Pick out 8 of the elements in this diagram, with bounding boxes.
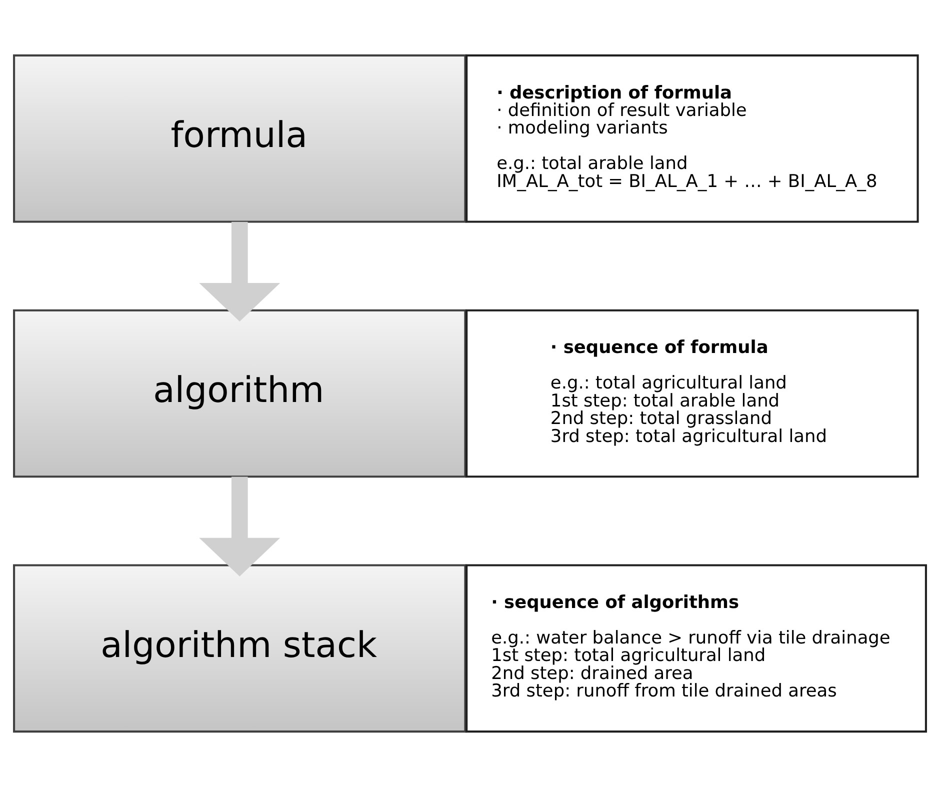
- arrow: [199, 222, 280, 322]
- node-box: · description of formula · definition of result variable · modeling variants e.g.: total arable land IM_AL_A_tot = BI_AL_A_1 + … + BI_AL_A_8: [466, 54, 919, 223]
- node-box: algorithm: [13, 309, 466, 478]
- node-box: · sequence of algorithms e.g.: water balance > runoff via tile drainage 1st step: total agricultural land 2nd step: drained area 3rd step: runoff from tile drained areas: [466, 564, 927, 733]
- node-box: · sequence of formula e.g.: total agricultural land 1st step: total arable land 2nd step: total grassland 3rd step: total agricultural land: [466, 309, 919, 478]
- node-box: formula: [13, 54, 466, 223]
- node-box: algorithm stack: [13, 564, 466, 733]
- arrow: [199, 476, 280, 576]
